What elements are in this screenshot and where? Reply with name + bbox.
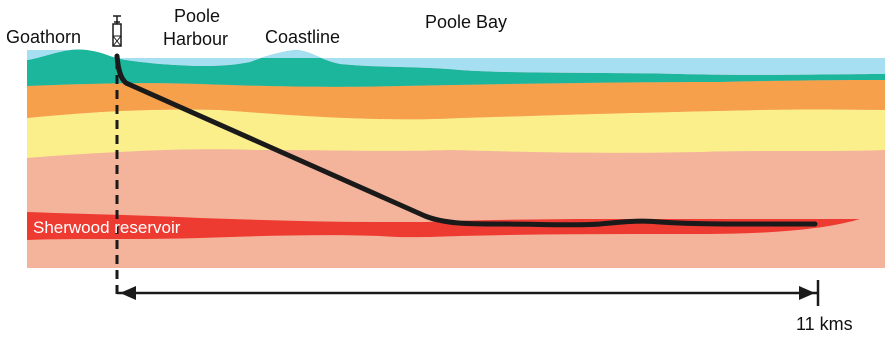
well-trajectory: [114, 53, 818, 228]
layer-yellow: [27, 109, 885, 158]
poole-bay-label: Poole Bay: [425, 12, 507, 32]
sea: [27, 50, 885, 75]
geology-layers: [27, 49, 885, 268]
sherwood-reservoir-label: Sherwood reservoir: [33, 218, 181, 237]
distance-label: 11 kms: [796, 314, 853, 334]
poole-harbour-label-line2: Harbour: [163, 29, 228, 49]
coastline-label: Coastline: [265, 27, 340, 47]
goathorn-label: Goathorn: [6, 27, 81, 47]
drilling-rig-icon: [112, 15, 122, 47]
distance-arrow: [117, 280, 820, 306]
layer-top-green: [27, 49, 885, 87]
layer-orange: [27, 80, 885, 120]
poole-harbour-label-line1: Poole: [174, 6, 220, 26]
